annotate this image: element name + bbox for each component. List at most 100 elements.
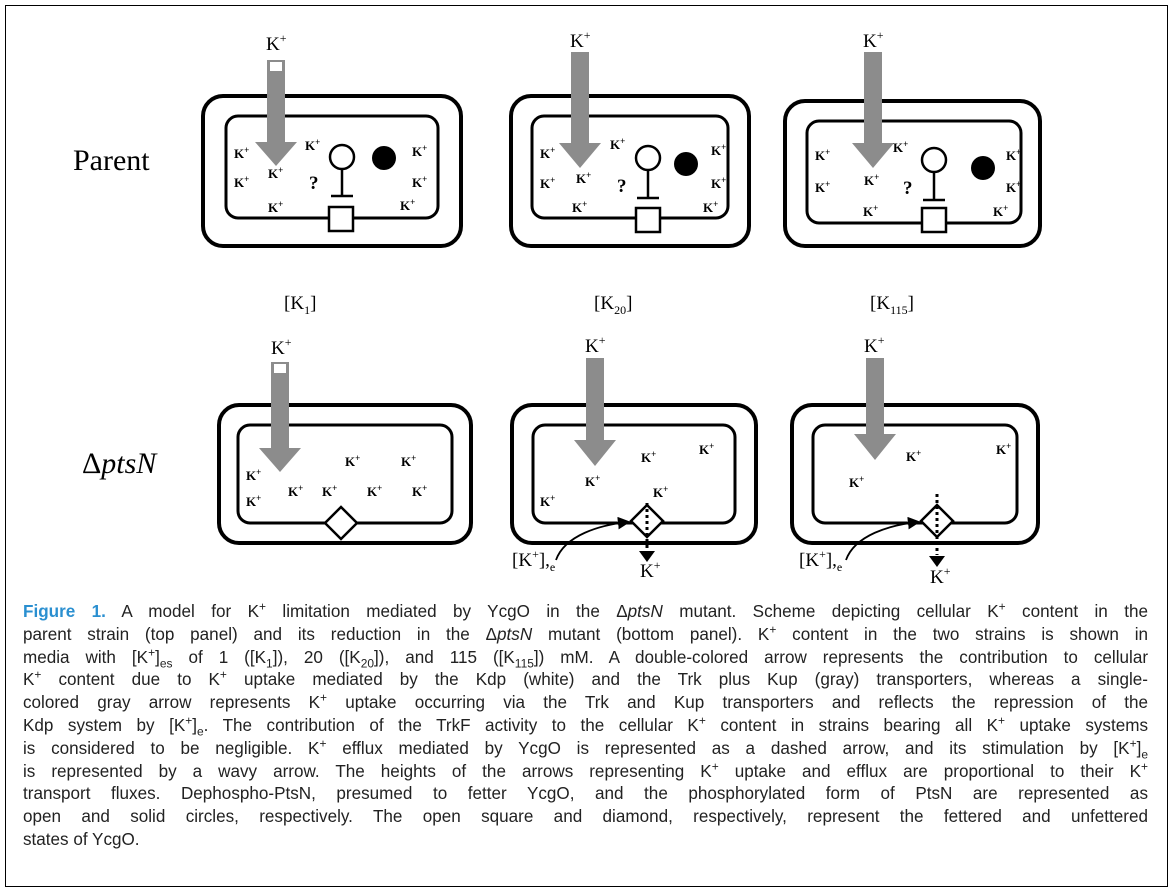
k-ion-label: K+ <box>268 199 283 215</box>
k-ion-label: K+ <box>610 136 625 152</box>
inner-membrane <box>811 423 1019 525</box>
k-ion-label: K+ <box>849 474 864 490</box>
caption-line: media with [K+]es of 1 ([K1]), 20 ([K20]… <box>23 644 1149 670</box>
k-ion-label: K+ <box>993 203 1008 219</box>
cell-mutant-k1 <box>217 403 473 545</box>
inner-membrane <box>531 423 737 525</box>
dephospho-ptsn-open-circle <box>328 143 356 171</box>
k-ion-label: K+ <box>906 448 921 464</box>
external-k-label: [K+],e <box>799 547 842 574</box>
k-ion-label: K+ <box>540 175 555 191</box>
fettered-ycgo-square <box>327 205 355 233</box>
dephospho-ptsn-open-circle <box>920 146 948 174</box>
k-ion-label: K+ <box>271 335 292 359</box>
k-ion-label: K+ <box>1006 147 1021 163</box>
row-label-parent: Parent <box>73 144 150 177</box>
cell-mutant-k20 <box>510 403 758 545</box>
stimulation-wavy-arrow-k20 <box>555 516 631 561</box>
caption-line: is represented by a wavy arrow. The heig… <box>23 758 1149 781</box>
figure-caption: Figure 1. A model for K+ limitation medi… <box>23 599 1149 852</box>
outer-membrane <box>201 94 463 248</box>
k-ion-label: K+ <box>863 203 878 219</box>
k-ion-label: K+ <box>540 145 555 161</box>
k-ion-label: K+ <box>412 143 427 159</box>
k-ion-label: K+ <box>288 483 303 499</box>
dephospho-ptsn-open-circle <box>634 144 662 172</box>
uptake-arrow-mutant-k1 <box>259 362 301 472</box>
k-ion-label: K+ <box>570 28 591 52</box>
figure-diagram: Parent ΔptsN <box>73 28 1042 588</box>
stimulation-wavy-arrow-k115 <box>845 516 921 561</box>
k-ion-label: K+ <box>412 174 427 190</box>
k-ion-label: K+ <box>234 145 249 161</box>
uptake-arrow-mutant-k115 <box>854 358 896 460</box>
k-ion-label: K+ <box>711 142 726 158</box>
caption-line: open and solid circles, respectively. Th… <box>23 807 1148 827</box>
condition-label-k20: [K20] <box>594 293 632 317</box>
caption-line: colored gray arrow represents K+ uptake … <box>23 690 1149 713</box>
outer-membrane <box>790 403 1040 545</box>
k-ion-label: K+ <box>864 172 879 188</box>
cell-parent-k20 <box>509 94 751 248</box>
question-mark: ? <box>903 178 913 199</box>
efflux-arrow-k115 <box>929 494 945 567</box>
k-ion-label: K+ <box>322 483 337 499</box>
k-ion-label: K+ <box>305 137 320 153</box>
outer-membrane <box>217 403 473 545</box>
question-mark: ? <box>617 176 627 197</box>
k-ion-label: K+ <box>815 179 830 195</box>
k-ion-label: K+ <box>1006 179 1021 195</box>
k-ion-label: K+ <box>401 453 416 469</box>
effluxed-k-ion: K+ <box>640 558 661 582</box>
k-ion-label: K+ <box>893 139 908 155</box>
k-ion-label: K+ <box>996 441 1011 457</box>
k-ion-label: K+ <box>268 165 283 181</box>
outer-membrane <box>783 99 1042 248</box>
k-ion-label: K+ <box>572 199 587 215</box>
row-label-mutant: ΔptsN <box>82 447 158 480</box>
k-ion-label: K+ <box>540 493 555 509</box>
uptake-arrow-parent-k20 <box>559 52 601 168</box>
external-k-label: [K+],e <box>512 547 555 574</box>
phospho-ptsn-solid-circle <box>674 152 698 176</box>
k-ion-label: K+ <box>703 199 718 215</box>
k-ion-label: K+ <box>815 147 830 163</box>
question-mark: ? <box>309 173 319 194</box>
cell-parent-k115 <box>783 99 1042 248</box>
fettered-ycgo-square <box>634 206 662 234</box>
caption-line: transport fluxes. Dephospho-PtsN, presum… <box>23 784 1148 804</box>
cell-parent-k1 <box>201 94 463 248</box>
uptake-arrow-parent-k115 <box>852 52 894 168</box>
k-ion-label: K+ <box>246 493 261 509</box>
condition-label-k1: [K1] <box>284 293 316 317</box>
caption-line: Figure 1. A model for K+ limitation medi… <box>23 599 1148 621</box>
k-ion-label: K+ <box>400 197 415 213</box>
k-ion-label: K+ <box>585 473 600 489</box>
figure-label: Figure 1. <box>23 602 106 621</box>
effluxed-k-ion: K+ <box>930 564 951 588</box>
k-ion-label: K+ <box>864 333 885 357</box>
phospho-ptsn-solid-circle <box>971 156 995 180</box>
k-ion-label: K+ <box>246 467 261 483</box>
efflux-arrow-k20 <box>639 503 655 562</box>
phospho-ptsn-solid-circle <box>372 146 396 170</box>
k-ion-label: K+ <box>863 28 884 52</box>
k-ion-label: K+ <box>653 484 668 500</box>
caption-line: states of YcgO. <box>23 829 140 849</box>
inner-membrane <box>805 119 1023 225</box>
k-ion-label: K+ <box>641 449 656 465</box>
outer-membrane <box>510 403 758 545</box>
condition-label-k115: [K115] <box>870 293 914 317</box>
k-ion-label: K+ <box>367 483 382 499</box>
caption-line: K+ content due to K+ uptake mediated by … <box>23 667 1148 690</box>
k-ion-label: K+ <box>699 441 714 457</box>
k-ion-label: K+ <box>345 453 360 469</box>
caption-line: Kdp system by [K+]e. The contribution of… <box>23 713 1148 739</box>
uptake-arrow-parent-k1 <box>255 60 297 166</box>
k-ion-label: K+ <box>585 333 606 357</box>
unfettered-ycgo-diamond <box>323 505 359 541</box>
kdp-white-segment <box>274 364 286 373</box>
inner-membrane <box>236 423 454 525</box>
fettered-ycgo-square <box>920 206 948 234</box>
inner-membrane <box>530 114 730 220</box>
